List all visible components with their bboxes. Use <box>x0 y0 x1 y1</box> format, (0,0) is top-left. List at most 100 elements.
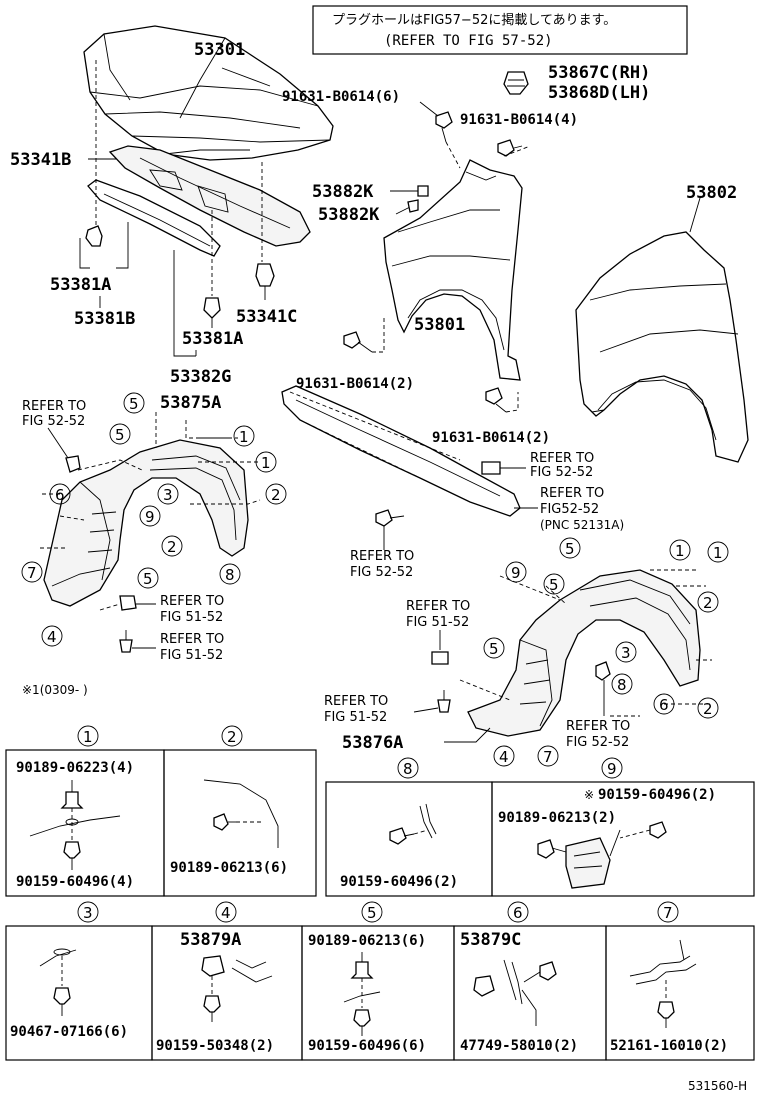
label-53801: 53801 <box>414 315 465 335</box>
dash-liner-top <box>155 412 232 448</box>
circle-1c: 1 <box>675 542 685 560</box>
ref-r6-line-2: FIG 51-52 <box>160 648 223 663</box>
d5-drawing <box>343 952 381 1036</box>
leader-ref-r8 <box>413 707 439 713</box>
clip-53867C <box>503 71 529 95</box>
label-bolt-top-right: 91631-B0614(4) <box>460 112 578 128</box>
ref-r9-line-1: REFER TO <box>566 719 630 734</box>
detail-circle-5: 5 <box>367 904 377 922</box>
ref-r7-line-2: FIG 51-52 <box>406 615 469 630</box>
label-53868D: 53868D(LH) <box>548 83 650 103</box>
d9-mid-label: 90189-06213(2) <box>498 810 616 826</box>
dash-liner-c <box>40 493 85 549</box>
d6-drawing <box>473 959 557 1026</box>
detail-circle-8: 8 <box>403 760 413 778</box>
label-53341C: 53341C <box>236 307 297 327</box>
circle-5a: 5 <box>129 395 139 413</box>
circle-9a: 9 <box>145 508 155 526</box>
liner-rh-drawing <box>43 439 249 607</box>
detail-box-7 <box>605 925 755 1061</box>
screw-ref-r8 <box>437 690 451 713</box>
circle-5e: 5 <box>549 576 559 594</box>
label-53867C: 53867C(RH) <box>548 63 650 83</box>
label-53882K-1: 53882K <box>312 182 374 202</box>
ref-r1-line-2: FIG 52-52 <box>530 465 593 480</box>
circle-6b: 6 <box>659 696 669 714</box>
d9-drawing <box>537 821 667 889</box>
bolt-bumper <box>375 509 405 527</box>
detail-circle-2: 2 <box>227 728 237 746</box>
circle-4a: 4 <box>47 628 57 646</box>
ref-r4-line-2: FIG 52-52 <box>350 565 413 580</box>
d1-top-label: 90189-06223(4) <box>16 760 134 776</box>
date-note: ※1(0309- ) <box>22 683 88 697</box>
circle-9b: 9 <box>511 564 521 582</box>
circle-3a: 3 <box>163 486 173 504</box>
d8-label: 90159-60496(2) <box>340 874 458 890</box>
hood-seal-drawing <box>108 145 311 247</box>
ref-r3-line-1: REFER TO <box>540 486 604 501</box>
d4-top-label: 53879A <box>180 930 241 950</box>
label-53381A-center: 53381A <box>182 329 243 349</box>
circle-markers-left: 5 5 1 1 6 3 2 9 2 7 5 8 4 <box>21 392 287 647</box>
ref-r7-line-1: REFER TO <box>406 599 470 614</box>
clip-53882K-1 <box>417 185 429 197</box>
ref-r1-line-1: REFER TO <box>530 451 594 466</box>
note-line-2: (REFER TO FIG 57-52) <box>384 33 553 49</box>
bumper-drawing <box>281 385 521 517</box>
circle-7a: 7 <box>27 564 37 582</box>
screw-ref-r6 <box>119 630 133 653</box>
leader-53301 <box>221 67 271 87</box>
d6-bottom-label: 47749-58010(2) <box>460 1038 578 1054</box>
dash-liner-b <box>190 437 261 505</box>
label-53382G: 53382G <box>170 367 231 387</box>
circle-markers-right: 5 1 1 9 5 2 5 3 8 6 2 4 7 <box>483 537 729 767</box>
dash-bumper <box>289 391 461 479</box>
circle-5f: 5 <box>489 640 499 658</box>
d4-drawing <box>201 955 273 1022</box>
d8-drawing <box>389 803 437 845</box>
ref-r9-line-2: FIG 52-52 <box>566 735 629 750</box>
bolt-top-left <box>435 111 453 143</box>
circle-8a: 8 <box>225 566 235 584</box>
clip-53341C <box>255 263 275 300</box>
label-bolt-top-left: 91631-B0614(6) <box>282 89 400 105</box>
leader-ref-r2 <box>47 427 69 459</box>
circle-2a: 2 <box>271 486 281 504</box>
label-53381B: 53381B <box>74 309 135 329</box>
label-53876A: 53876A <box>342 733 403 753</box>
circle-5d: 5 <box>565 540 575 558</box>
circle-5c: 5 <box>143 570 153 588</box>
d5-bottom-label: 90159-60496(6) <box>308 1038 426 1054</box>
detail-circle-1: 1 <box>83 728 93 746</box>
circle-2b: 2 <box>167 538 177 556</box>
detail-circle-7: 7 <box>663 904 673 922</box>
ref-r4-line-1: REFER TO <box>350 549 414 564</box>
circle-1a: 1 <box>239 428 249 446</box>
ref-r8-line-2: FIG 51-52 <box>324 710 387 725</box>
dash-liner-a <box>77 459 143 471</box>
ref-r5-line-1: REFER TO <box>160 594 224 609</box>
fender-lh-drawing <box>575 231 749 463</box>
hood-drawing <box>83 25 334 161</box>
dash-ref-r5 <box>99 603 121 611</box>
d1-bottom-label: 90159-60496(4) <box>16 874 134 890</box>
label-53341B: 53341B <box>10 150 71 170</box>
bolt-mid-left <box>343 331 373 353</box>
dash-liner-lh-b <box>459 585 712 717</box>
detail-row-1-headers: 1 2 8 9 <box>77 725 623 779</box>
d9-top-label: 90159-60496(2) <box>598 787 716 803</box>
ref-r3-line-2: FIG52-52 <box>540 502 599 517</box>
detail-circle-6: 6 <box>513 904 523 922</box>
d5-top-label: 90189-06213(6) <box>308 933 426 949</box>
ref-r2-line-1: REFER TO <box>22 399 86 414</box>
label-53875A: 53875A <box>160 393 221 413</box>
detail-box-9 <box>491 781 755 897</box>
circle-8b: 8 <box>617 676 627 694</box>
label-53802: 53802 <box>686 183 737 203</box>
note-box: プラグホールはFIG57−52に掲載してあります。 (REFER TO FIG … <box>312 5 688 55</box>
d2-label: 90189-06213(6) <box>170 860 288 876</box>
seal-strip-drawing <box>87 179 221 257</box>
d2-drawing <box>203 779 279 848</box>
